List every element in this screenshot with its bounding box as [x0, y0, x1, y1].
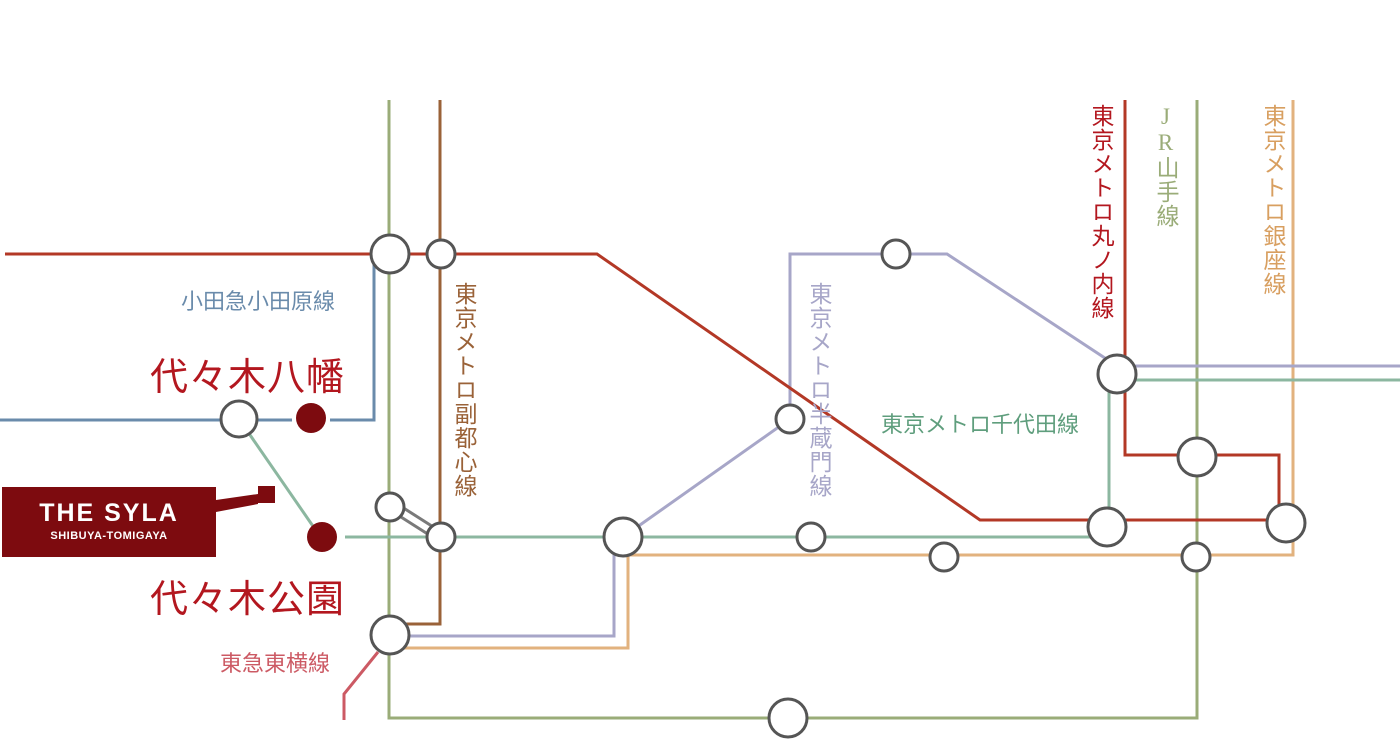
station-shibuya	[369, 614, 411, 656]
property-marker	[258, 486, 275, 503]
station-omotesando	[602, 516, 644, 558]
label-marunouchi-line: 東京メトロ丸ノ内線	[1088, 104, 1113, 320]
station-shimbashi	[1180, 541, 1212, 573]
station-yoyogi-uehara	[219, 399, 259, 439]
station-tameike	[1176, 436, 1218, 478]
label-chiyoda-line: 東京メトロ千代田線	[881, 412, 1080, 437]
station-yoyogi-hachiman-marker	[296, 403, 326, 433]
line-hanzomon	[395, 252, 1400, 638]
label-odakyu-line: 小田急小田原線	[181, 289, 336, 314]
station-shinjuku-sanchome	[425, 238, 457, 270]
line-odakyu-2	[330, 254, 376, 422]
property-box: THE SYLA SHIBUYA-TOMIGAYA	[2, 487, 216, 557]
station-kokkai	[1086, 506, 1128, 548]
station-shinjuku	[369, 233, 411, 275]
label-hanzomon-line: 東京メトロ半蔵門線	[806, 282, 831, 498]
station-nogizaka	[795, 521, 827, 553]
station-yoyogi-koen-marker	[307, 522, 337, 552]
station-gaiemmae	[928, 541, 960, 573]
property-pointer	[216, 494, 258, 512]
station-aoyama	[774, 403, 806, 435]
station-nagatacho	[880, 238, 912, 270]
station-kasumigaseki	[1265, 502, 1307, 544]
property-subtitle: SHIBUYA-TOMIGAYA	[50, 530, 168, 542]
line-chiyoda	[345, 378, 1400, 539]
line-chiyoda-connector	[237, 418, 319, 533]
station-meiji-jingumae	[374, 491, 406, 523]
property-name: THE SYLA	[39, 499, 179, 527]
stations	[219, 233, 1307, 739]
line-fukutoshin	[395, 100, 442, 626]
label-yamanote-line: JR山手線	[1153, 104, 1178, 228]
station-kitasando	[425, 521, 457, 553]
station-name-yoyogi-koen: 代々木公園	[150, 579, 346, 621]
label-toyoko-line: 東急東横線	[220, 651, 331, 676]
label-ginza-line: 東京メトロ銀座線	[1260, 104, 1285, 296]
line-toyoko	[342, 651, 380, 720]
station-akasaka-mitsuke	[1096, 353, 1138, 395]
line-marunouchi	[5, 252, 1287, 522]
station-hamamatsucho	[767, 697, 809, 739]
label-fukutoshin-line: 東京メトロ副都心線	[451, 282, 476, 498]
station-name-yoyogi-hachiman: 代々木八幡	[150, 357, 346, 399]
